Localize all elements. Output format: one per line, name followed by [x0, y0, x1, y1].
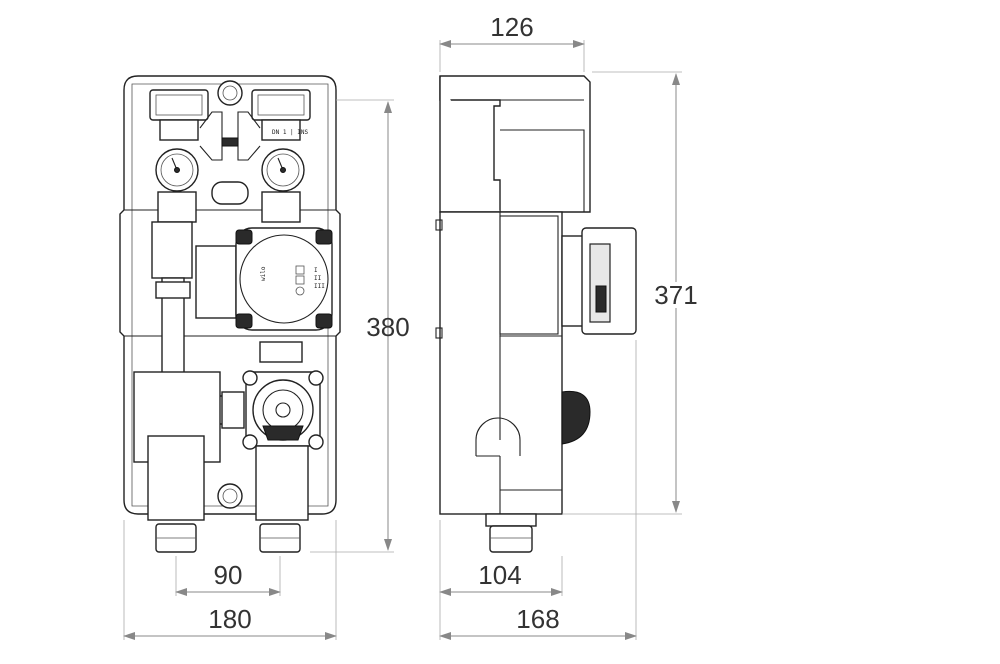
side-pump-motor	[561, 227, 637, 335]
dim-label-126: 126	[490, 12, 533, 42]
left-thermometer	[155, 148, 199, 192]
pump-brand: wilo	[260, 266, 267, 281]
return-pipe	[151, 221, 193, 279]
dimension-lines	[123, 40, 680, 640]
right-thermometer	[261, 148, 305, 192]
pump-speed-3: III	[314, 283, 325, 290]
valve-label: DN 1 | INS	[272, 129, 309, 136]
center-slot	[211, 181, 249, 205]
pump-speed-2: II	[314, 275, 322, 282]
dim-label-90: 90	[214, 560, 243, 590]
dim-label-380: 380	[366, 312, 409, 342]
left-top-connection	[149, 89, 209, 121]
pump-speed-1: I	[314, 267, 318, 274]
right-top-connection	[251, 89, 311, 121]
top-mounting-hole	[217, 80, 243, 106]
side-mixing-knob	[561, 390, 591, 445]
dim-label-168: 168	[516, 604, 559, 634]
front-view: DN 1 | INS	[119, 75, 341, 553]
pump: wilo I II III	[195, 227, 333, 331]
mixing-valve	[242, 370, 324, 450]
dim-label-180: 180	[208, 604, 251, 634]
dimension-labels: 380 90 180 126 371 104 168	[208, 12, 701, 634]
side-body	[439, 211, 563, 515]
dim-label-104: 104	[478, 560, 521, 590]
side-view	[435, 75, 637, 553]
dim-label-371: 371	[654, 280, 697, 310]
